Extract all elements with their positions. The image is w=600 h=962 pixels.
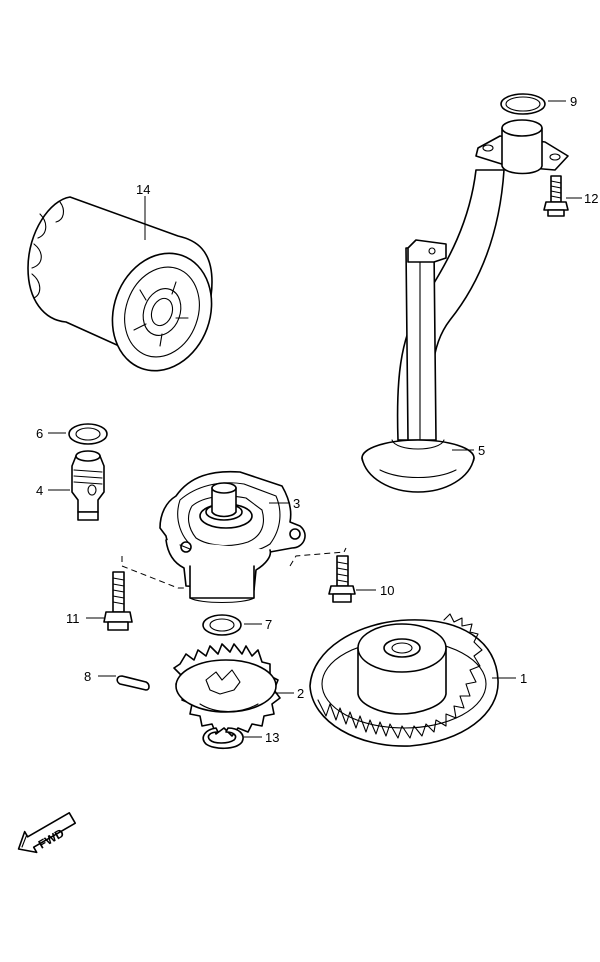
callout-13: 13 <box>265 730 279 745</box>
o-ring-pump[interactable] <box>202 614 242 636</box>
oil-filter[interactable] <box>27 196 228 385</box>
callout-7: 7 <box>265 617 272 632</box>
callout-12: 12 <box>584 191 598 206</box>
bolt-strainer[interactable] <box>543 175 569 217</box>
driven-gear[interactable] <box>309 613 499 747</box>
callout-10: 10 <box>380 583 394 598</box>
circlip[interactable] <box>202 727 244 750</box>
callout-6: 6 <box>36 426 43 441</box>
gasket-pressure-switch[interactable] <box>68 423 108 445</box>
bolt-pump-right[interactable] <box>328 555 356 603</box>
callout-14: 14 <box>136 182 150 197</box>
oil-pump-housing[interactable] <box>159 470 306 603</box>
callout-8: 8 <box>84 669 91 684</box>
oil-pump-gear[interactable] <box>173 643 281 737</box>
oil-strainer[interactable] <box>361 119 569 493</box>
callout-3: 3 <box>293 496 300 511</box>
leader-lines <box>48 100 582 738</box>
callout-2: 2 <box>297 686 304 701</box>
callout-9: 9 <box>570 94 577 109</box>
fwd-arrow-icon <box>17 812 77 854</box>
bolt-pump-left[interactable] <box>103 571 133 631</box>
callout-1: 1 <box>520 671 527 686</box>
oil-pressure-switch[interactable] <box>71 450 105 521</box>
o-ring-strainer[interactable] <box>500 93 546 115</box>
callout-4: 4 <box>36 483 43 498</box>
callout-5: 5 <box>478 443 485 458</box>
dowel-pin[interactable] <box>116 675 150 691</box>
callout-11: 11 <box>66 611 80 626</box>
